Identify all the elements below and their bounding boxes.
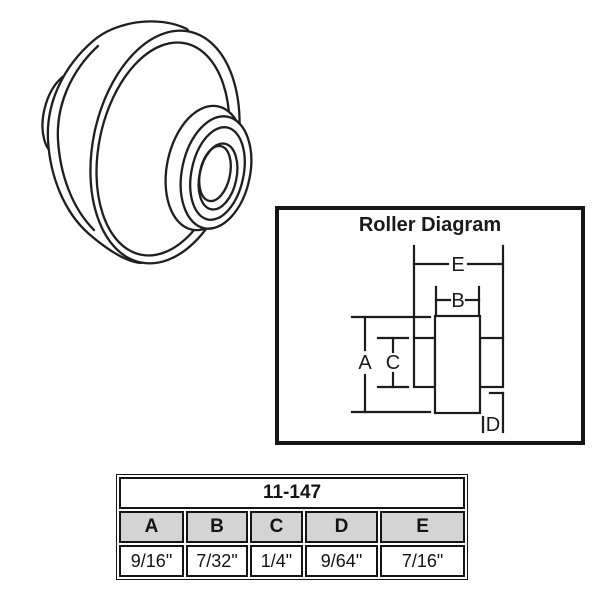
col-header-A: A [119, 511, 184, 543]
value-C: 1/4" [250, 545, 303, 577]
value-B: 7/32" [186, 545, 248, 577]
table-row-headers: A B C D E [119, 511, 466, 543]
roller-bore-inner-wall [198, 144, 232, 203]
col-header-C: C [250, 511, 303, 543]
roller-diagram-panel: Roller Diagram [275, 206, 585, 445]
value-D: 9/64" [305, 545, 378, 577]
dim-label-B: B [451, 290, 464, 312]
col-header-D: D [305, 511, 378, 543]
dim-label-E: E [451, 254, 464, 276]
roller-cross-section-schematic: E B A C D [350, 244, 505, 436]
dim-label-D: D [486, 414, 500, 436]
dimension-B [434, 285, 481, 317]
dimension-E [412, 244, 505, 340]
dimension-C [376, 336, 410, 389]
table-row-values: 9/16" 7/32" 1/4" 9/64" 7/16" [119, 545, 466, 577]
col-header-B: B [186, 511, 248, 543]
schematic-left-flange [412, 336, 437, 389]
dimension-D [481, 391, 505, 434]
schematic-center-hub [433, 314, 482, 415]
spec-table: 11-147 A B C D E 9/16" 7/32" 1/4" 9/64" … [116, 474, 469, 580]
part-number-cell: 11-147 [119, 477, 466, 509]
dimension-A [350, 315, 432, 414]
value-A: 9/16" [119, 545, 184, 577]
schematic-right-flange [478, 336, 505, 389]
table-row-part-number: 11-147 [119, 477, 466, 509]
dim-label-A: A [358, 352, 372, 374]
roller-body-back-rim [56, 44, 100, 232]
roller-front-hub-rim [189, 126, 246, 221]
value-E: 7/16" [380, 545, 466, 577]
dim-label-C: C [386, 352, 400, 374]
diagram-title: Roller Diagram [358, 214, 502, 236]
col-header-E: E [380, 511, 466, 543]
